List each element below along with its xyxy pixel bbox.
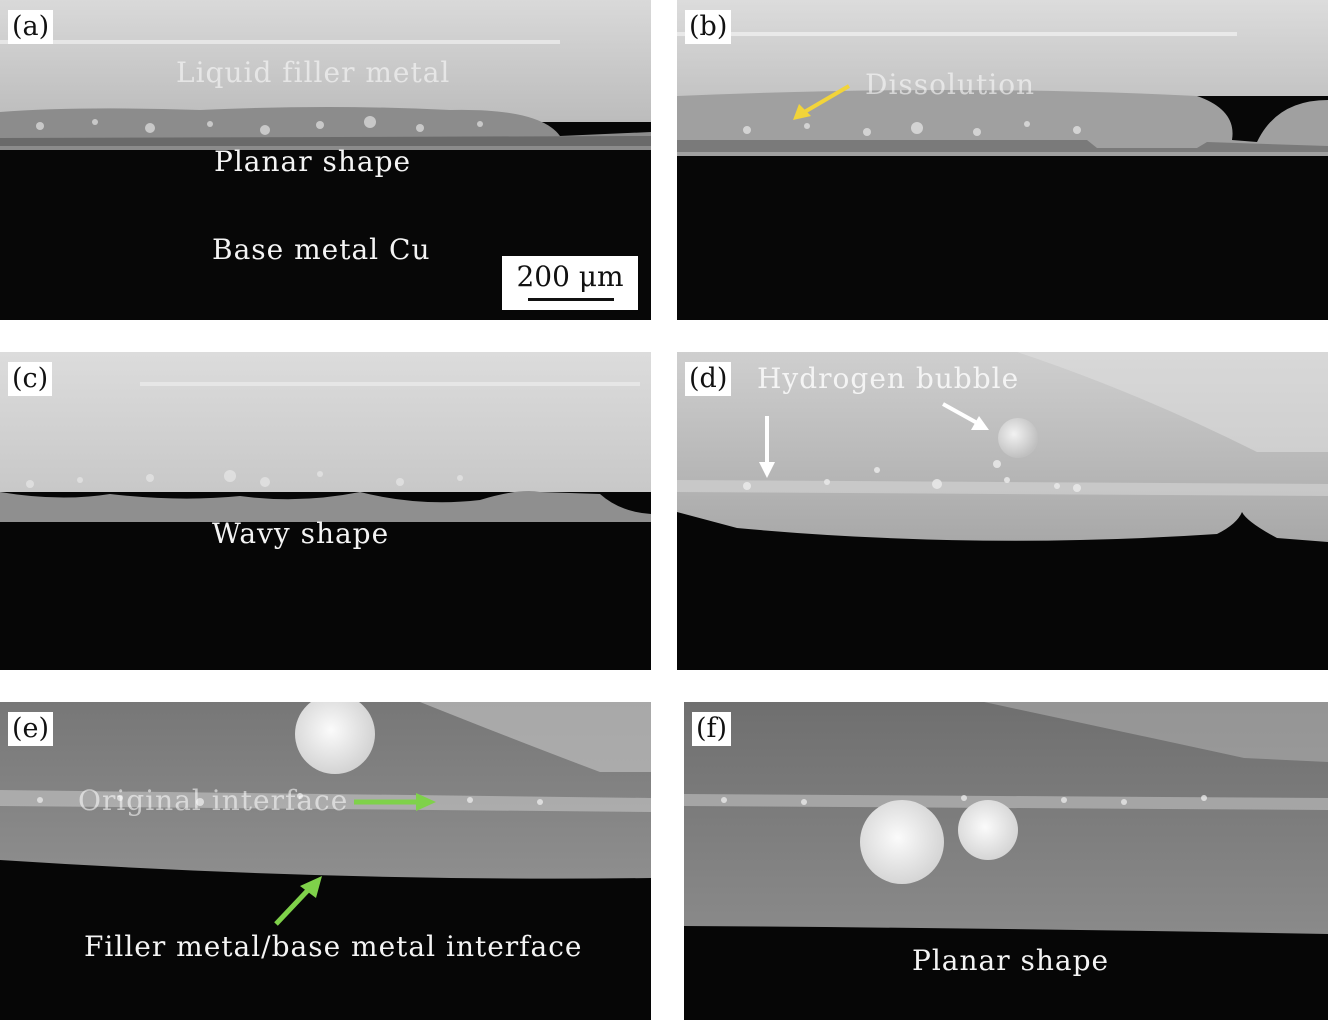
dissolution-arrow (793, 84, 851, 120)
panel-e: (e) Original interface Filler metal/base… (0, 702, 651, 1020)
base-interface-arrow (274, 876, 322, 926)
panel-e-label: (e) (8, 712, 54, 746)
panel-a-image (0, 0, 651, 320)
panel-b-label: (b) (685, 10, 732, 44)
panel-d: (d) Hydrogen bubble (677, 352, 1328, 670)
panel-a-label: (a) (8, 10, 54, 44)
liquid-filler-metal-label: Liquid filler metal (176, 56, 451, 89)
panel-b-image (677, 0, 1328, 320)
dissolution-label: Dissolution (865, 68, 1036, 101)
panel-c-label: (c) (8, 362, 53, 396)
original-interface-arrow (354, 793, 436, 811)
panel-e-image (0, 702, 651, 1020)
scale-bar-line (528, 298, 614, 301)
wavy-shape-label: Wavy shape (212, 517, 390, 550)
base-metal-label: Base metal Cu (212, 233, 431, 266)
scale-bar: 200 μm (502, 256, 638, 310)
filler-base-interface-label: Filler metal/base metal interface (84, 930, 583, 963)
panel-c-image (0, 352, 651, 670)
planar-shape-label-f: Planar shape (912, 944, 1110, 977)
panel-d-image (677, 352, 1328, 670)
interface-down-arrow (759, 416, 775, 478)
hydrogen-bubble-label: Hydrogen bubble (757, 362, 1020, 395)
panel-f: (f) Planar shape (684, 702, 1328, 1020)
panel-c: (c) Wavy shape (0, 352, 651, 670)
scale-bar-label: 200 μm (516, 260, 624, 293)
panel-f-image (684, 702, 1328, 1020)
panel-f-label: (f) (692, 712, 732, 746)
panel-a: (a) Liquid filler metal Planar shape Bas… (0, 0, 651, 320)
planar-shape-label: Planar shape (214, 145, 412, 178)
bubble-arrow (942, 402, 989, 430)
original-interface-label: Original interface (78, 784, 349, 817)
panel-b: (b) Dissolution (677, 0, 1328, 320)
panel-d-label: (d) (685, 362, 732, 396)
